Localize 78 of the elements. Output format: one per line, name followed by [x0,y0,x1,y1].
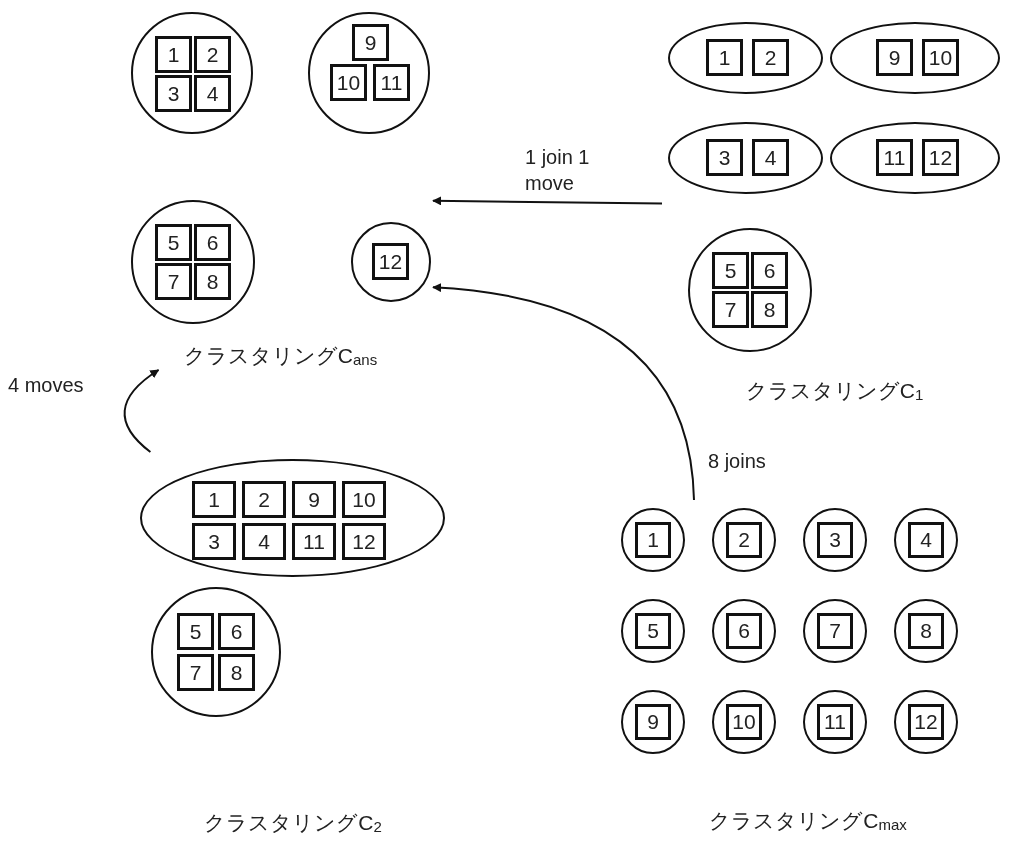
item-box: 11 [292,523,336,560]
item-box: 6 [194,224,231,261]
cluster-circle [131,200,255,324]
item-box: 10 [342,481,386,518]
cluster-circle [308,12,430,134]
arrow [432,283,695,501]
arrow [123,369,160,453]
item-box: 10 [330,64,367,101]
cluster-circle [894,508,958,572]
item-box: 8 [908,613,944,649]
item-box: 12 [342,523,386,560]
item-box: 6 [751,252,788,289]
item-box: 7 [155,263,192,300]
item-box: 4 [752,139,789,176]
item-box: 6 [218,613,255,650]
cluster-circle [621,690,685,754]
item-box: 12 [922,139,959,176]
item-box: 1 [192,481,236,518]
cluster-ellipse [668,22,823,94]
cluster-ellipse [140,459,445,577]
item-box: 3 [706,139,743,176]
item-box: 2 [752,39,789,76]
item-box: 8 [194,263,231,300]
cluster-ellipse [668,122,823,194]
clustering-caption: クラスタリングC$_{1}$ [745,379,924,402]
cluster-ellipse [830,22,1000,94]
item-box: 8 [751,291,788,328]
cluster-circle [803,508,867,572]
item-box: 3 [817,522,853,558]
item-box: 5 [635,613,671,649]
item-box: 1 [635,522,671,558]
item-box: 11 [876,139,913,176]
cluster-circle [621,599,685,663]
item-box: 2 [726,522,762,558]
cluster-circle [803,599,867,663]
item-box: 4 [242,523,286,560]
clustering-caption: クラスタリングC$_{ans}$ [183,344,378,367]
cluster-circle [131,12,253,134]
clustering-caption: クラスタリングC$_{max}$ [709,809,907,832]
item-box: 2 [194,36,231,73]
item-box: 7 [712,291,749,328]
item-box: 6 [726,613,762,649]
cluster-circle [712,690,776,754]
item-box: 9 [292,481,336,518]
item-box: 9 [352,24,389,61]
item-box: 9 [635,704,671,740]
cluster-circle [688,228,812,352]
item-box: 10 [922,39,959,76]
item-box: 3 [155,75,192,112]
item-box: 7 [817,613,853,649]
clustering-caption: クラスタリングC$_{2}$ [204,811,382,834]
item-box: 3 [192,523,236,560]
cluster-ellipse [830,122,1000,194]
cluster-circle [712,508,776,572]
cluster-circle [894,599,958,663]
item-box: 5 [177,613,214,650]
cluster-circle [803,690,867,754]
item-box: 1 [706,39,743,76]
item-box: 12 [372,243,409,280]
cluster-circle [712,599,776,663]
item-box: 11 [373,64,410,101]
item-box: 8 [218,654,255,691]
arrow [432,196,663,206]
cluster-circle [621,508,685,572]
item-box: 5 [712,252,749,289]
cluster-circle [351,222,431,302]
item-box: 10 [726,704,762,740]
item-box: 12 [908,704,944,740]
item-box: 11 [817,704,853,740]
item-box: 7 [177,654,214,691]
item-box: 2 [242,481,286,518]
cluster-circle [894,690,958,754]
item-box: 5 [155,224,192,261]
item-box: 4 [908,522,944,558]
item-box: 4 [194,75,231,112]
item-box: 1 [155,36,192,73]
cluster-circle [151,587,281,717]
item-box: 9 [876,39,913,76]
